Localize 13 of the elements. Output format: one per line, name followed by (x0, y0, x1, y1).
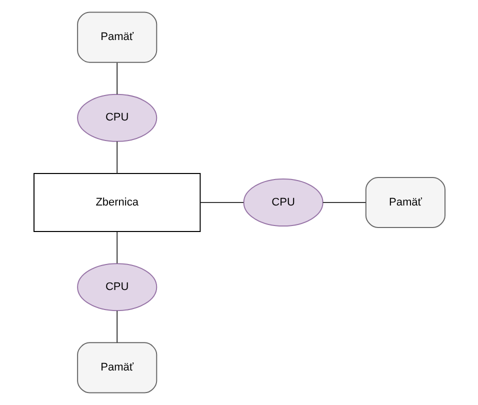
connector (322, 202, 366, 203)
connector (200, 202, 244, 203)
connector (116, 310, 118, 344)
node-ellipse: CPU (76, 263, 157, 312)
node-box: Zbernica (33, 172, 200, 232)
connector (116, 231, 118, 264)
node-box: Pamäť (76, 342, 157, 394)
node-box: Pamäť (76, 12, 157, 63)
node-box: Pamäť (364, 176, 445, 228)
node-ellipse: CPU (76, 94, 157, 142)
connector (116, 62, 118, 95)
connector (116, 140, 118, 174)
node-ellipse: CPU (242, 178, 323, 227)
